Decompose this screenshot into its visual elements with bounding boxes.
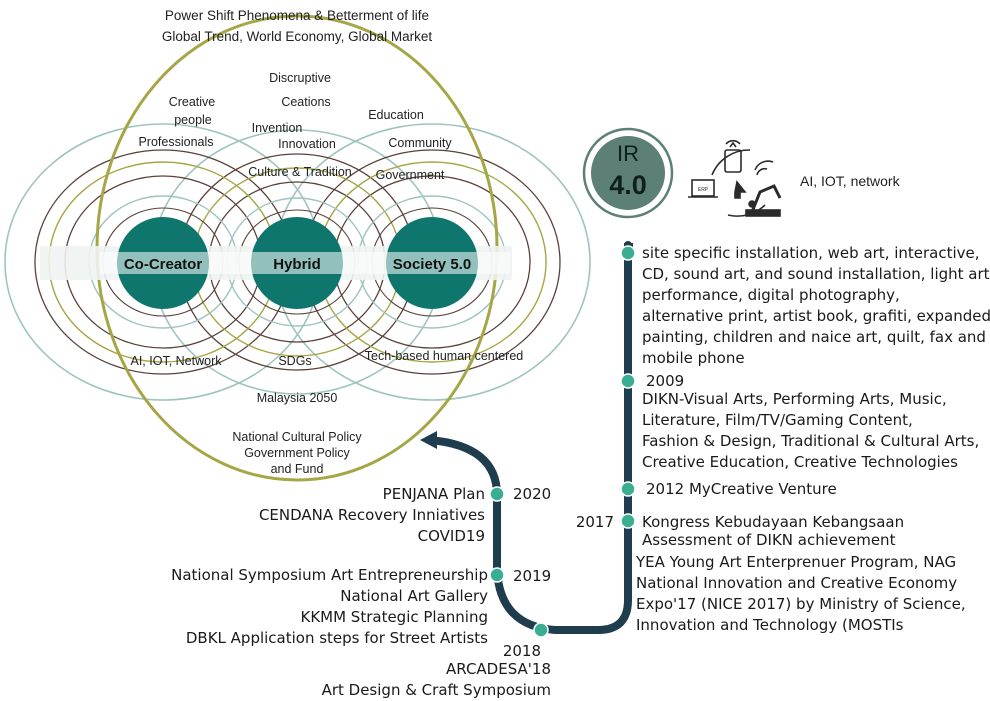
item-2020-line: PENJANA Plan [383, 485, 485, 503]
item-2017-line: Innovation and Technology (MOSTIs [636, 616, 904, 634]
year-2018: 2018 [503, 642, 541, 660]
item-2009-line: Literature, Film/TV/Gaming Content, [642, 411, 913, 429]
label-culture: Culture & Tradition [248, 165, 352, 179]
ir-tagline: AI, IOT, network [800, 173, 901, 189]
timeline-node-2019 [489, 567, 505, 583]
timeline-node-2012 [620, 481, 636, 497]
hand-cursor-icon [734, 180, 747, 199]
label-ai-network: AI, IOT, Network [131, 354, 223, 368]
timeline-line [426, 241, 632, 634]
robot-base-icon [745, 209, 781, 217]
label-professionals: Professionals [138, 135, 213, 149]
timeline [420, 241, 636, 638]
iot-network-icon [688, 139, 782, 217]
item-2009-line: DIKN-Visual Arts, Performing Arts, Music… [642, 390, 947, 408]
ir-badge-version: 4.0 [609, 170, 647, 200]
wifi-robot-icon [754, 160, 774, 176]
label-disruptive: Discruptive [269, 71, 331, 85]
laptop-icon [691, 179, 715, 197]
timeline-arrowhead [420, 431, 437, 449]
top-item-line: painting, children and naice art, quilt,… [642, 328, 986, 346]
timeline-node-2020 [489, 486, 505, 502]
item-2012: 2012 MyCreative Venture [646, 480, 837, 498]
label-people: people [174, 113, 212, 127]
top-item-line: mobile phone [642, 349, 745, 367]
label-sdgs: SDGs [278, 354, 311, 368]
phone-icon [724, 149, 742, 173]
top-item-line: CD, sound art, and sound installation, l… [642, 265, 990, 283]
item-2017-line: Kongress Kebudayaan Kebangsaan [642, 513, 904, 531]
erp-label: ERP [698, 187, 709, 193]
label-malaysia-2050: Malaysia 2050 [257, 391, 338, 405]
item-2017-line: YEA Young Art Enterprenuer Program, NAG [635, 553, 956, 571]
ir-badge-fill [591, 136, 665, 210]
item-2019-line: National Art Gallery [340, 587, 488, 605]
item-2009-line: Fashion & Design, Traditional & Cultural… [642, 432, 979, 450]
robot-arm-icon [750, 184, 782, 213]
item-2018-line: Art Design & Craft Symposium [322, 681, 551, 699]
hub-hybrid-label: Hybrid [273, 256, 321, 273]
hub-band-highlight [100, 252, 510, 274]
top-item-line: performance, digital photography, [642, 286, 900, 304]
item-2017-line: Assessment of DIKN achievement [642, 531, 896, 549]
top-item-line: site specific installation, web art, int… [642, 244, 980, 262]
robot-joint-icon [748, 200, 756, 208]
timeline-node-top [620, 245, 636, 261]
year-2009: 2009 [646, 372, 684, 390]
item-2009-line: Creative Education, Creative Technologie… [642, 453, 958, 471]
label-education: Education [368, 108, 424, 122]
top-heading-line2: Global Trend, World Economy, Global Mark… [162, 29, 433, 44]
timeline-right-text: site specific installation, web art, int… [576, 244, 990, 634]
ir-badge-label: IR [617, 141, 639, 166]
item-2019-line: National Symposium Art Entrepreneurship [171, 566, 488, 584]
label-innovation: Innovation [278, 137, 336, 151]
label-invention: Invention [252, 121, 303, 135]
item-2017-line: Expo'17 (NICE 2017) by Ministry of Scien… [636, 595, 966, 613]
item-2020-line: COVID19 [418, 527, 485, 545]
top-heading-line1: Power Shift Phenomena & Betterment of li… [165, 8, 429, 23]
timeline-left-text: 2020 PENJANA Plan CENDANA Recovery Innia… [171, 485, 551, 699]
year-2019: 2019 [513, 567, 551, 585]
label-community: Community [388, 136, 452, 150]
network-arc-top [711, 149, 751, 176]
item-2018-line: ARCADESA'18 [446, 660, 551, 678]
label-policy-line3: and Fund [271, 462, 324, 476]
wifi-phone-icon [725, 139, 741, 148]
label-creative: Creative [169, 95, 216, 109]
timeline-node-2018 [533, 622, 549, 638]
year-2020: 2020 [513, 485, 551, 503]
ring-labels: Discruptive Ceations Creative people Pro… [131, 71, 524, 476]
year-2017: 2017 [576, 513, 614, 531]
item-2019-line: DBKL Application steps for Street Artist… [186, 629, 488, 647]
hub-society-label: Society 5.0 [393, 256, 471, 273]
label-policy-line1: National Cultural Policy [232, 430, 362, 444]
item-2020-line: CENDANA Recovery Inniatives [259, 506, 485, 524]
label-creations: Ceations [281, 95, 330, 109]
timeline-node-2017 [620, 513, 636, 529]
label-policy-line2: Government Policy [244, 446, 350, 460]
item-2017-line: National Innovation and Creative Economy [636, 574, 957, 592]
timeline-node-2009 [620, 373, 636, 389]
ir-badge: IR 4.0 [582, 127, 674, 219]
label-government: Government [376, 168, 445, 182]
item-2019-line: KKMM Strategic Planning [300, 608, 488, 626]
top-item-line: alternative print, artist book, grafiti,… [642, 307, 990, 325]
label-tech-based: Tech-based human centered [365, 349, 523, 363]
hub-co-creator-label: Co-Creator [124, 256, 203, 273]
